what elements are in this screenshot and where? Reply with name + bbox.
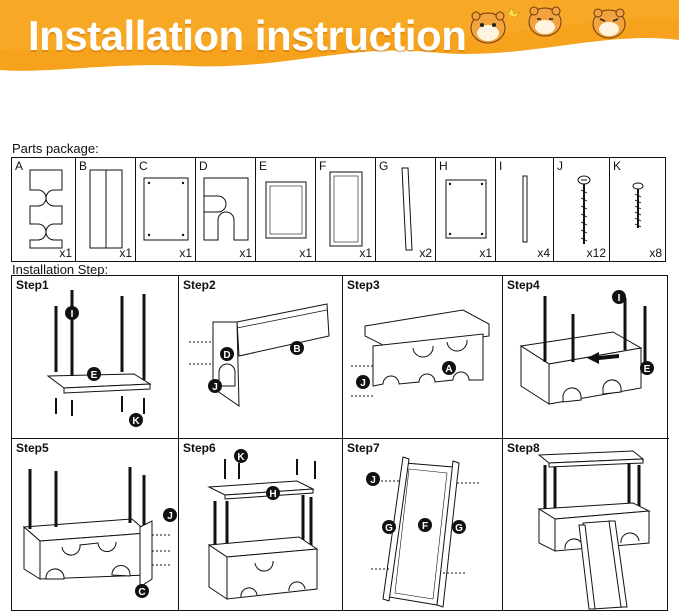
part-qty: x1	[59, 246, 72, 260]
step-4-panel: Step4 I E	[503, 276, 669, 439]
part-cell-i: I x4	[496, 158, 554, 261]
part-qty: x1	[179, 246, 192, 260]
step-3-panel: Step3 J A	[343, 276, 503, 439]
part-cell-e: E x1	[256, 158, 316, 261]
callout-j: J	[370, 475, 376, 486]
step-1-panel: Step1 I E K	[12, 276, 179, 439]
part-letter: C	[139, 159, 148, 173]
hamster-icon	[592, 8, 626, 39]
part-qty: x1	[479, 246, 492, 260]
step-7-diagram: J G F G	[366, 456, 479, 608]
callout-k: K	[237, 452, 245, 463]
header-banner: Installation instruction	[0, 0, 679, 78]
part-letter: H	[439, 159, 448, 173]
installation-heading: Installation Step:	[12, 262, 109, 277]
arrow-left-icon	[587, 352, 619, 364]
part-cell-h: H x1	[436, 158, 496, 261]
part-letter: K	[613, 159, 622, 173]
banner-background	[0, 0, 679, 71]
step-5-panel: Step5 J C	[12, 439, 179, 610]
step-7-panel: Step7 J G F G	[343, 439, 503, 610]
step-8-diagram	[537, 450, 651, 610]
callout-e: E	[91, 370, 98, 381]
callout-j: J	[360, 378, 366, 389]
part-qty: x2	[419, 246, 432, 260]
part-qty: x1	[119, 246, 132, 260]
callout-b: B	[293, 344, 300, 355]
part-c-drawing	[143, 177, 189, 241]
step-5-diagram: J C	[22, 467, 177, 598]
step-1-diagram: I E K	[46, 290, 152, 427]
callout-i: I	[618, 293, 621, 304]
step-label: Step5	[16, 441, 49, 455]
part-letter: E	[259, 159, 268, 173]
part-letter: A	[15, 159, 24, 173]
part-letter: B	[79, 159, 88, 173]
steps-grid: Step1 I E K Step2	[11, 275, 669, 611]
part-letter: F	[319, 159, 327, 173]
part-qty: x1	[239, 246, 252, 260]
parts-heading: Parts package:	[12, 141, 99, 156]
callout-g: G	[455, 523, 463, 534]
step-3-diagram: J A	[351, 309, 490, 397]
part-i-drawing	[522, 175, 528, 243]
callout-f: F	[422, 521, 428, 532]
part-letter: G	[379, 159, 389, 173]
step-label: Step6	[183, 441, 216, 455]
callout-a: A	[445, 364, 452, 375]
part-a-drawing	[29, 169, 63, 249]
part-letter: D	[199, 159, 208, 173]
part-cell-k: K x8	[610, 158, 665, 261]
step-label: Step7	[347, 441, 380, 455]
hamster-icon	[528, 6, 562, 37]
step-4-diagram: I E	[519, 290, 654, 405]
part-g-drawing	[401, 167, 413, 251]
callout-j: J	[167, 511, 173, 522]
hamster-icon	[470, 7, 522, 44]
part-cell-f: F x1	[316, 158, 376, 261]
callout-g: G	[385, 523, 393, 534]
part-qty: x12	[586, 246, 606, 260]
part-cell-g: G x2	[376, 158, 436, 261]
part-cell-d: D x1	[196, 158, 256, 261]
part-f-drawing	[329, 171, 363, 247]
step-label: Step2	[183, 278, 216, 292]
part-b-drawing	[89, 169, 123, 249]
step-label: Step3	[347, 278, 380, 292]
part-qty: x4	[537, 246, 550, 260]
callout-j: J	[212, 382, 218, 393]
step-2-panel: Step2 D B J	[179, 276, 343, 439]
part-h-drawing	[445, 179, 487, 239]
step-label: Step4	[507, 278, 540, 292]
step-label: Step8	[507, 441, 540, 455]
step-6-diagram: K H	[207, 449, 319, 600]
callout-h: H	[269, 489, 276, 500]
callout-d: D	[223, 350, 230, 361]
part-cell-j: J x12	[554, 158, 610, 261]
part-qty: x1	[299, 246, 312, 260]
part-cell-a: A x1	[12, 158, 76, 261]
part-qty: x1	[359, 246, 372, 260]
step-label: Step1	[16, 278, 49, 292]
callout-k: K	[132, 416, 140, 427]
page-title: Installation instruction	[28, 12, 467, 59]
callout-e: E	[644, 364, 651, 375]
part-e-drawing	[265, 181, 307, 239]
step-8-panel: Step8	[503, 439, 669, 610]
screw-j-icon	[577, 175, 591, 244]
part-cell-c: C x1	[136, 158, 196, 261]
part-qty: x8	[649, 246, 662, 260]
callout-i: I	[71, 309, 74, 320]
callout-c: C	[138, 587, 145, 598]
part-d-drawing	[203, 177, 249, 241]
part-cell-b: B x1	[76, 158, 136, 261]
part-letter: I	[499, 159, 503, 173]
parts-table: A x1 B x1 C x1 D x1 E x1	[11, 157, 666, 262]
step-6-panel: Step6 K H	[179, 439, 343, 610]
step-2-diagram: D B J	[189, 303, 330, 407]
part-letter: J	[557, 159, 563, 173]
screw-k-icon	[632, 182, 644, 228]
